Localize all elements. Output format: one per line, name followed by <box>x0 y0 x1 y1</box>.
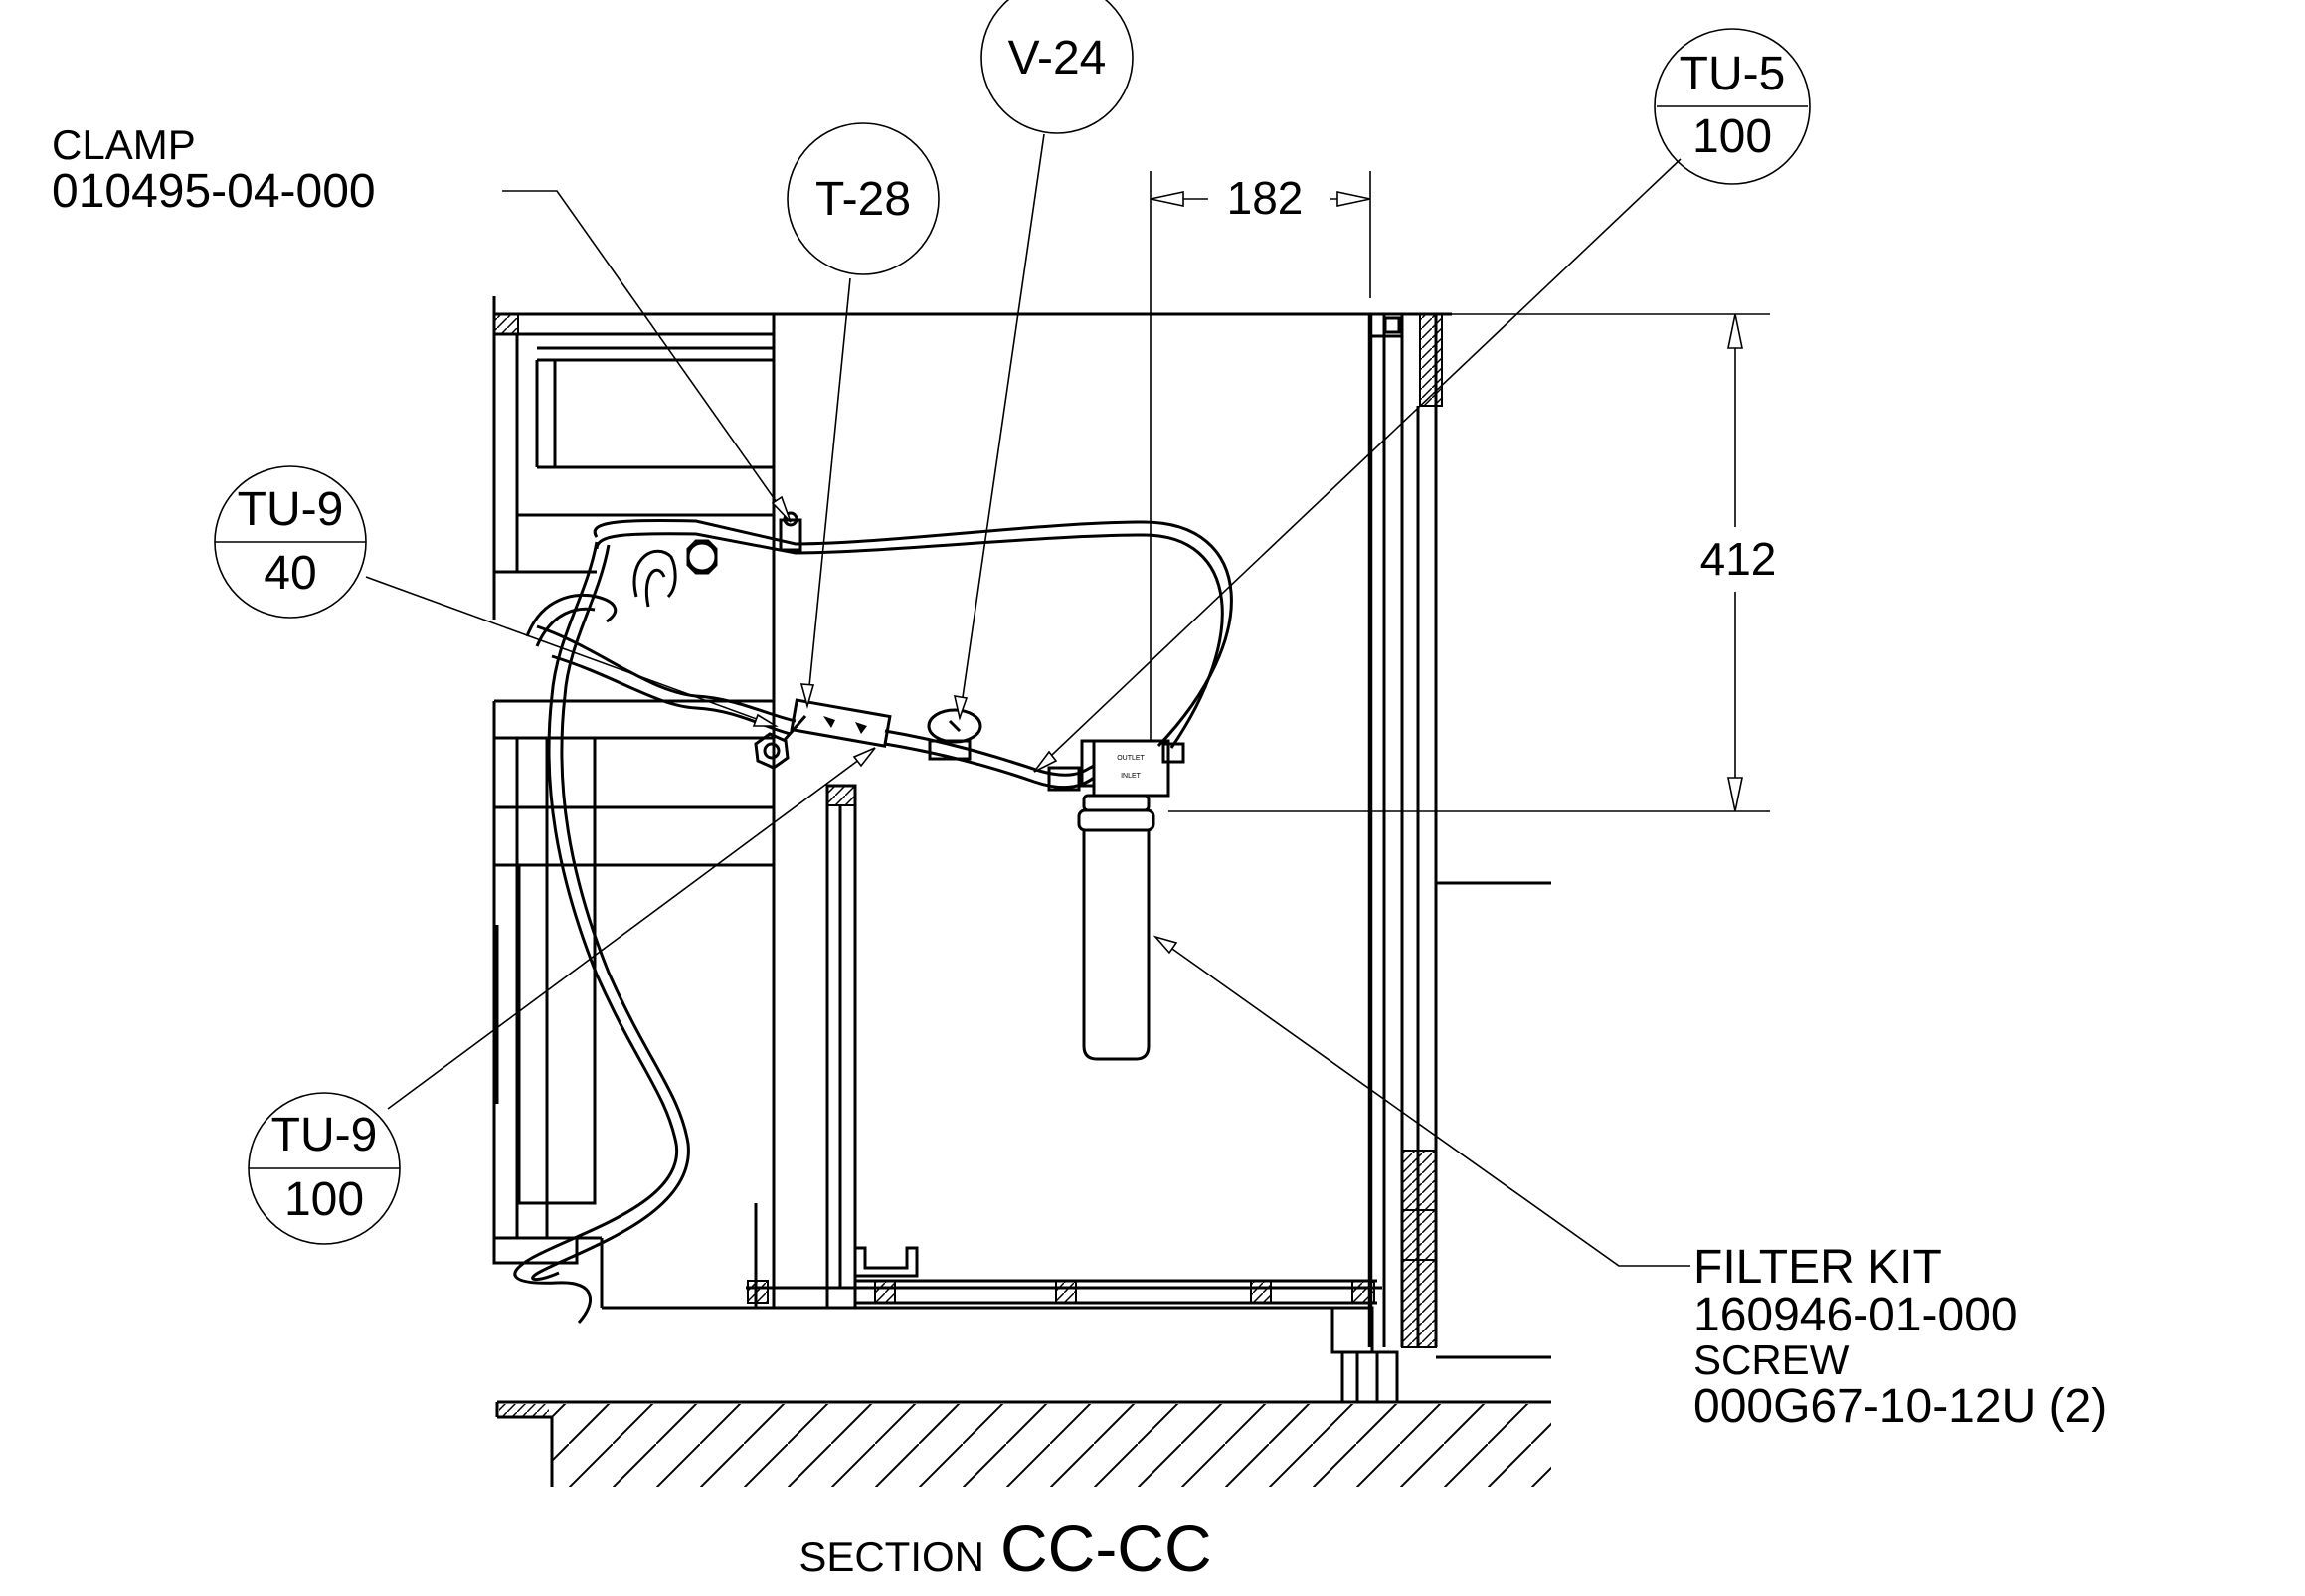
dimension-412-label: 412 <box>1700 533 1777 585</box>
top-nut <box>686 541 718 573</box>
top-corner-block <box>493 313 519 335</box>
floor <box>495 1400 1551 1487</box>
leader-lines <box>365 133 1690 1267</box>
bubble-tu9-100: TU-9 100 <box>248 1092 401 1245</box>
fittings <box>686 511 1081 792</box>
bubble-v24: V-24 <box>980 0 1134 134</box>
bubble-tu9-100-top: TU-9 <box>271 1109 378 1161</box>
water-hoses <box>513 518 1233 1325</box>
floor-corner-block <box>499 1404 549 1417</box>
lower-valve <box>754 732 790 770</box>
filter-outlet-label: OUTLET <box>1117 755 1145 762</box>
liner-corner-block <box>826 785 856 806</box>
bubble-tu5-bottom: 100 <box>1692 110 1772 163</box>
clamp-callout: CLAMP 010495-04-000 <box>52 121 376 218</box>
dimension-412: 412 <box>1168 313 1777 812</box>
clamp-part: 010495-04-000 <box>52 165 376 218</box>
section-title-prefix: SECTION <box>798 1533 984 1580</box>
clamp-name: CLAMP <box>52 121 196 168</box>
filter-cartridge: OUTLET INLET <box>1077 739 1185 1061</box>
bubble-tu5-top: TU-5 <box>1680 48 1786 100</box>
section-title: SECTION CC-CC <box>798 1511 1211 1585</box>
cabinet-frame <box>492 296 1551 1404</box>
filter-inlet-label: INLET <box>1121 773 1142 780</box>
bubble-t28: T-28 <box>787 122 940 275</box>
bubble-t28-label: T-28 <box>815 173 911 226</box>
screw-part: 000G67-10-12U (2) <box>1693 1380 2107 1433</box>
bubble-tu5: TU-5 100 <box>1654 28 1811 185</box>
bubble-tu9-100-bottom: 100 <box>284 1173 364 1226</box>
dimension-182-label: 182 <box>1227 172 1304 224</box>
bubble-v24-label: V-24 <box>1008 32 1107 85</box>
bubble-tu9-40-top: TU-9 <box>238 483 344 536</box>
door-top-block <box>1419 313 1443 407</box>
section-title-name: CC-CC <box>1000 1511 1212 1585</box>
dimension-182: 182 <box>1150 171 1371 741</box>
bubble-tu9-40-bottom: 40 <box>264 547 316 600</box>
bubble-tu9-40: TU-9 40 <box>214 465 367 619</box>
filter-kit-part: 160946-01-000 <box>1693 1289 2018 1341</box>
tee-fitting <box>790 698 892 748</box>
screw-name: SCREW <box>1693 1336 1850 1383</box>
filter-kit-callout: FILTER KIT 160946-01-000 SCREW 000G67-10… <box>1693 1241 2107 1433</box>
filter-kit-name: FILTER KIT <box>1693 1241 1942 1294</box>
